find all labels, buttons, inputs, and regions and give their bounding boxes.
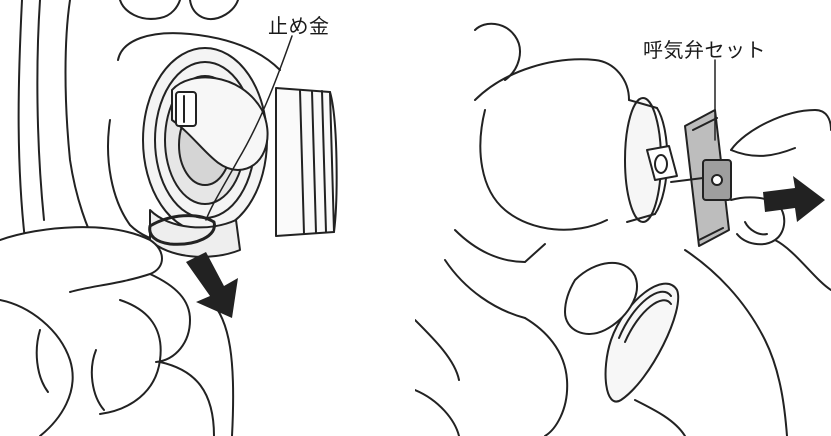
mask-body-outline xyxy=(17,0,26,241)
valve-latch xyxy=(175,91,197,127)
right-illustration-drawing xyxy=(415,22,831,436)
retaining-clip xyxy=(148,214,216,246)
right-hand xyxy=(684,109,831,436)
threaded-collar xyxy=(604,282,680,403)
clip-leader-line xyxy=(205,35,293,221)
left-illustration: 止め金 xyxy=(0,0,415,436)
exhalation-valve-set-label: 呼気弁セット xyxy=(643,38,766,62)
left-illustration-drawing xyxy=(0,0,338,436)
left-hand xyxy=(0,226,235,436)
mask-body-outline xyxy=(474,22,521,81)
right-illustration: 呼気弁セット xyxy=(415,0,831,436)
retaining-clip-label: 止め金 xyxy=(268,14,330,38)
pull-direction-arrow xyxy=(186,252,238,318)
pull-direction-arrow xyxy=(763,176,825,222)
